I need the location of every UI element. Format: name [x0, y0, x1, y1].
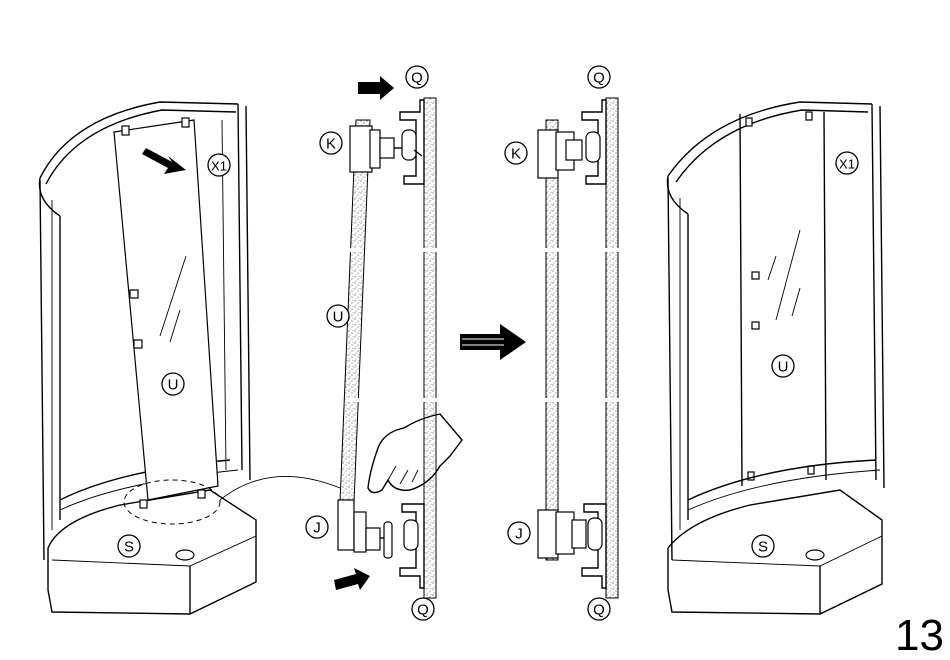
label-q-bottom-mid: Q: [412, 598, 434, 620]
label-k-right: K: [505, 142, 527, 164]
svg-text:K: K: [326, 136, 336, 153]
svg-text:U: U: [333, 309, 344, 326]
label-s-right: S: [752, 535, 774, 557]
label-u-left: U: [162, 373, 184, 395]
svg-text:J: J: [313, 520, 321, 537]
svg-text:X1: X1: [211, 159, 227, 174]
svg-text:Q: Q: [417, 602, 429, 619]
svg-text:Q: Q: [411, 70, 423, 87]
svg-text:S: S: [758, 539, 768, 556]
section-detail-inserting: [338, 98, 438, 598]
svg-text:Q: Q: [593, 602, 605, 619]
label-u-mid: U: [327, 305, 349, 327]
section-detail-installed: [538, 98, 620, 598]
svg-text:S: S: [124, 539, 134, 556]
label-j-right: J: [508, 522, 530, 544]
label-q-top-right: Q: [588, 66, 610, 88]
enclosure-before: [39, 102, 340, 614]
label-x1-left: X1: [208, 154, 230, 176]
svg-text:U: U: [168, 377, 179, 394]
label-u-right: U: [772, 355, 794, 377]
label-x1-right: X1: [836, 152, 858, 174]
page-number: 13: [895, 614, 944, 658]
label-j-mid: J: [306, 516, 328, 538]
label-s-left: S: [118, 535, 140, 557]
step-arrow-icon: [460, 324, 526, 360]
svg-text:J: J: [515, 526, 523, 543]
label-k-mid: K: [320, 132, 342, 154]
svg-text:U: U: [778, 359, 789, 376]
label-q-bottom-right: Q: [588, 598, 610, 620]
svg-text:Q: Q: [593, 70, 605, 87]
label-q-top-mid: Q: [406, 66, 428, 88]
svg-text:X1: X1: [839, 157, 855, 172]
hand-icon: [368, 414, 462, 493]
svg-text:K: K: [511, 146, 521, 163]
